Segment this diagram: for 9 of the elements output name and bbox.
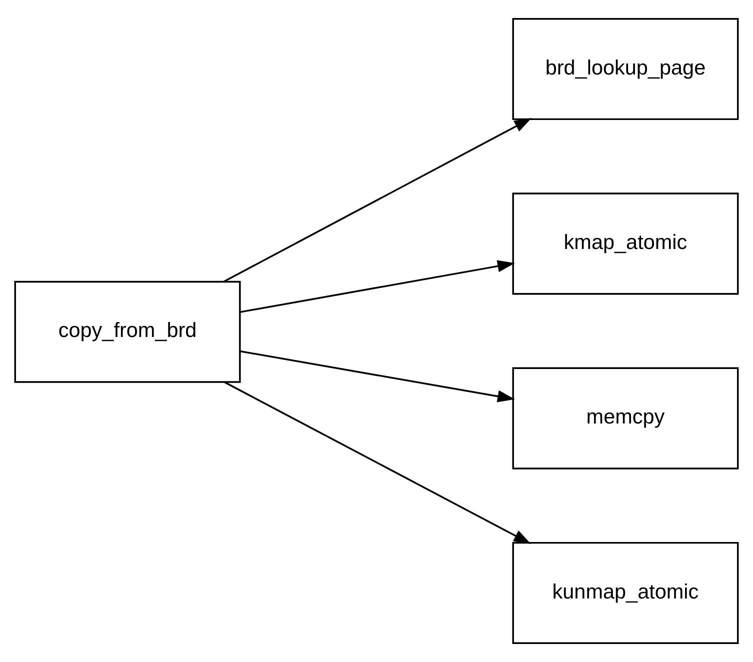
node-box: kmap_atomic <box>512 192 739 295</box>
node-box: brd_lookup_page <box>512 18 739 120</box>
arrow <box>224 381 532 544</box>
arrow <box>224 118 532 282</box>
arrow <box>240 350 515 402</box>
node-box: copy_from_brd <box>14 280 241 383</box>
arrow <box>240 260 515 313</box>
node-box: memcpy <box>512 367 739 470</box>
node-box: kunmap_atomic <box>512 542 739 644</box>
